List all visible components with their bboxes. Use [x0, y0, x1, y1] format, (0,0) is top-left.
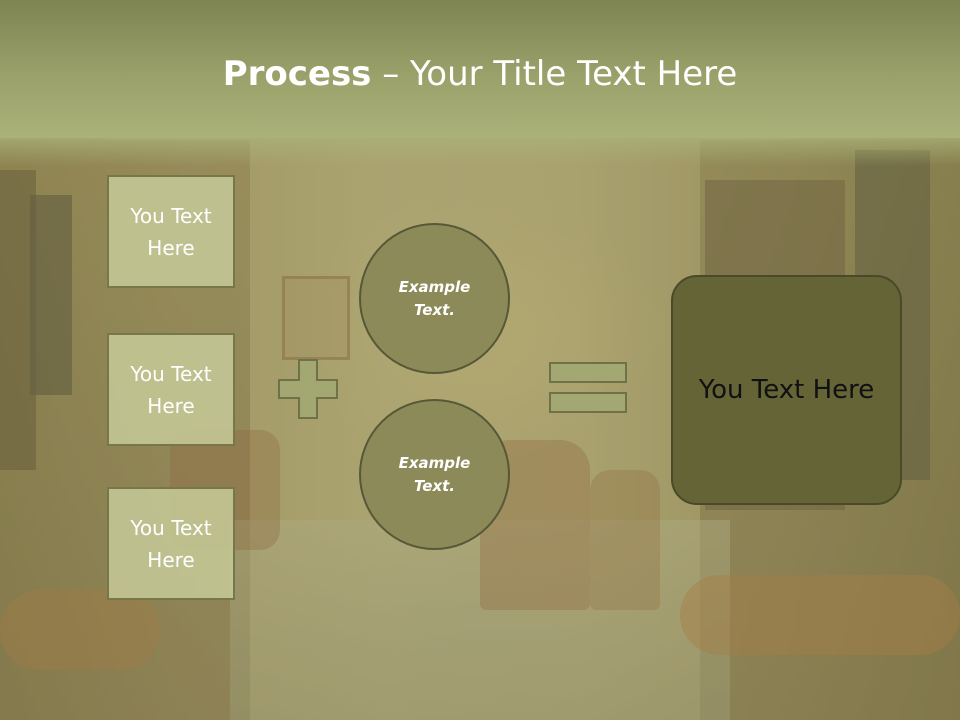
background-chalkboard-left: [30, 195, 72, 395]
input-box-1: You Text Here: [107, 175, 235, 288]
slide-title: Process – Your Title Text Here: [0, 52, 960, 96]
title-bar-fade: [0, 138, 960, 166]
slide-title-bold: Process: [222, 54, 372, 94]
input-box-2: You Text Here: [107, 333, 235, 446]
result-box-label: You Text Here: [698, 375, 875, 405]
input-box-1-label: You Text Here: [130, 203, 212, 260]
background-cobblestone-street: [230, 520, 730, 720]
equals-icon: [549, 362, 627, 413]
background-table-left: [0, 590, 160, 670]
input-box-2-label: You Text Here: [130, 361, 212, 418]
result-box: You Text Here: [671, 275, 902, 505]
title-bar: [0, 0, 960, 138]
background-picture-frame: [282, 276, 350, 360]
example-circle-2-label: Example Text.: [398, 453, 471, 495]
example-circle-2: Example Text.: [359, 399, 510, 550]
example-circle-1: Example Text.: [359, 223, 510, 374]
input-box-3-label: You Text Here: [130, 515, 212, 572]
plus-icon: [278, 359, 338, 419]
background-table-right: [680, 575, 960, 655]
background-chair-center-2: [590, 470, 660, 610]
example-circle-1-label: Example Text.: [398, 277, 471, 319]
input-box-3: You Text Here: [107, 487, 235, 600]
slide-title-rest: – Your Title Text Here: [371, 54, 738, 94]
